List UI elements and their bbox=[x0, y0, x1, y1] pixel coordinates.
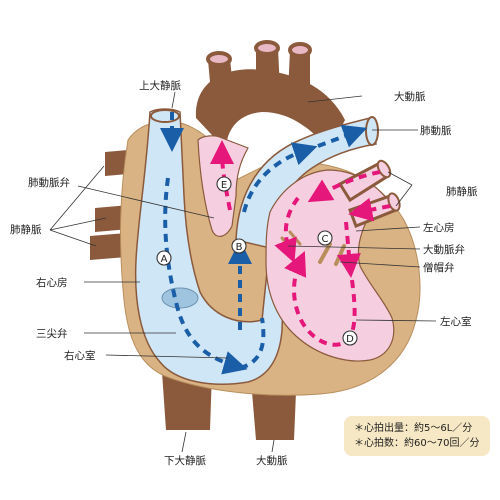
arterial-flow-lv-loop bbox=[284, 251, 357, 347]
arterial-flow-pv-lower bbox=[348, 197, 391, 222]
step-marker-c: C bbox=[317, 230, 333, 246]
venous-flow-pa-out bbox=[317, 124, 368, 148]
label-inferior-vena-cava: 下大静脈 bbox=[164, 454, 206, 467]
step-marker-b: B bbox=[231, 238, 247, 254]
descending-aorta-vessel bbox=[252, 392, 296, 440]
label-mitral-valve: 僧帽弁 bbox=[423, 261, 455, 274]
step-marker-a: A bbox=[156, 250, 172, 266]
step-b-text: B bbox=[236, 242, 243, 253]
label-right-ventricle: 右心室 bbox=[64, 349, 96, 362]
step-d-text: D bbox=[346, 334, 354, 345]
cardiac-info-box: ＊心拍出量：約5～6L／分 ＊心拍数：約60～70回／分 bbox=[344, 416, 490, 456]
aorta-branch-1 bbox=[208, 58, 234, 104]
arterial-flow-la-down bbox=[336, 221, 361, 278]
tricuspid-valve-blob bbox=[161, 287, 199, 309]
venous-flow-ra bbox=[163, 177, 248, 375]
label-aorta-top: 大動脈 bbox=[394, 90, 426, 103]
arterial-flow-la-left bbox=[274, 196, 300, 264]
right-pulmonary-vein-lower-opening bbox=[387, 192, 401, 212]
label-left-ventricle: 左心室 bbox=[440, 315, 472, 328]
venous-flow-pa bbox=[242, 142, 318, 213]
aorta-branch-2-opening bbox=[254, 40, 280, 56]
label-aortic-valve: 大動脈弁 bbox=[423, 243, 465, 256]
heart-rate-text: ＊心拍数：約60～70回／分 bbox=[354, 438, 480, 449]
step-e-text: E bbox=[221, 180, 227, 191]
label-tricuspid-valve: 三尖弁 bbox=[36, 327, 68, 340]
label-aorta-bottom: 大動脈 bbox=[256, 454, 288, 467]
label-superior-vena-cava: 上大静脈 bbox=[139, 79, 181, 92]
pulmonary-artery-opening bbox=[365, 116, 379, 146]
step-a-text: A bbox=[161, 254, 168, 265]
leader-lines bbox=[49, 91, 437, 453]
label-right-atrium: 右心房 bbox=[36, 276, 68, 289]
step-marker-d: D bbox=[342, 330, 358, 346]
label-pulmonary-veins-left: 肺静脈 bbox=[10, 223, 42, 236]
label-left-atrium: 左心房 bbox=[423, 221, 455, 234]
arterial-flow-pv-upper bbox=[307, 170, 381, 203]
label-pulmonary-valve: 肺動脈弁 bbox=[28, 176, 70, 189]
label-pulmonary-veins-right: 肺静脈 bbox=[446, 185, 478, 198]
aorta-branch-2 bbox=[256, 48, 280, 92]
venous-flow-rv bbox=[239, 317, 266, 370]
aorta-branch-3 bbox=[288, 50, 310, 94]
aorta-branch-1-opening bbox=[206, 51, 232, 67]
cardiac-output-text: ＊心拍出量：約5～6L／分 bbox=[354, 423, 473, 434]
label-pulmonary-artery: 肺動脈 bbox=[420, 124, 452, 137]
step-marker-e: E bbox=[216, 176, 232, 192]
superior-vena-cava-opening bbox=[150, 109, 180, 123]
step-c-text: C bbox=[322, 234, 329, 245]
venous-flow bbox=[160, 112, 368, 375]
aorta-branch-3-opening bbox=[288, 42, 312, 58]
